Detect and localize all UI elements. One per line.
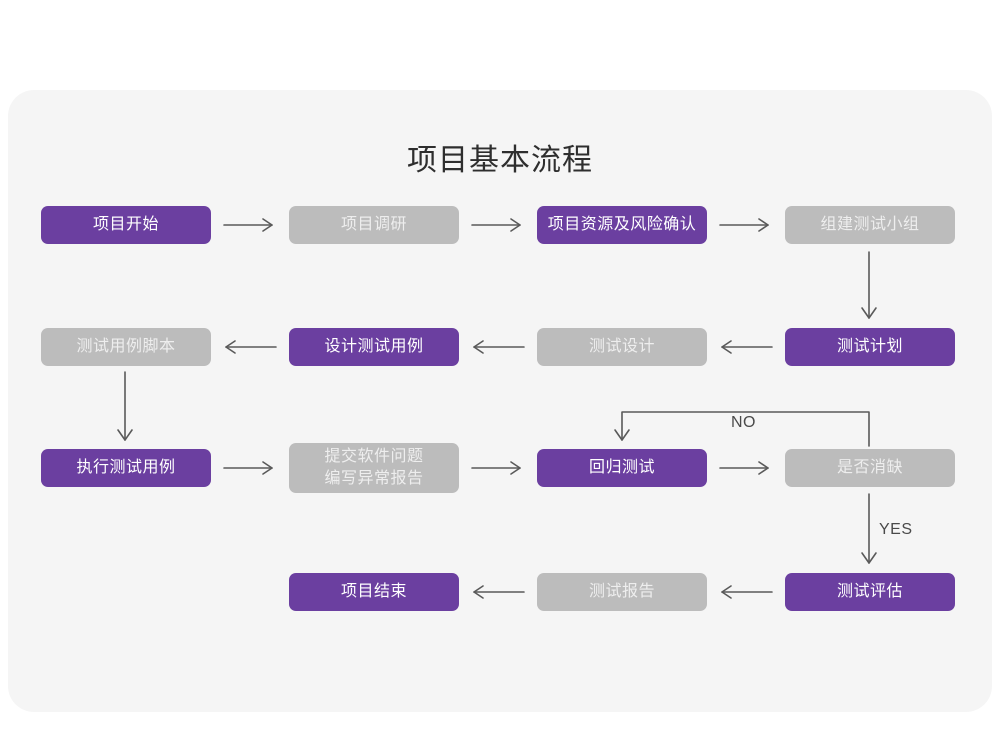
node-test-design[interactable]: 测试设计 [537, 328, 707, 366]
node-resource-risk-confirm[interactable]: 项目资源及风险确认 [537, 206, 707, 244]
page-title: 项目基本流程 [407, 144, 593, 177]
node-defect-cleared-decision[interactable]: 是否消缺 [785, 449, 955, 487]
node-test-plan[interactable]: 测试计划 [785, 328, 955, 366]
node-project-research[interactable]: 项目调研 [289, 206, 459, 244]
node-test-case-script[interactable]: 测试用例脚本 [41, 328, 211, 366]
node-regression-test[interactable]: 回归测试 [537, 449, 707, 487]
node-project-start[interactable]: 项目开始 [41, 206, 211, 244]
node-test-report[interactable]: 测试报告 [537, 573, 707, 611]
edge-label-yes: YES [879, 521, 913, 538]
node-build-test-team[interactable]: 组建测试小组 [785, 206, 955, 244]
node-submit-issue-report[interactable]: 提交软件问题 编写异常报告 [289, 443, 459, 493]
node-project-end[interactable]: 项目结束 [289, 573, 459, 611]
node-test-evaluation[interactable]: 测试评估 [785, 573, 955, 611]
node-design-test-case[interactable]: 设计测试用例 [289, 328, 459, 366]
edge-label-no: NO [731, 414, 756, 431]
node-execute-test-case[interactable]: 执行测试用例 [41, 449, 211, 487]
diagram-card [8, 90, 992, 712]
